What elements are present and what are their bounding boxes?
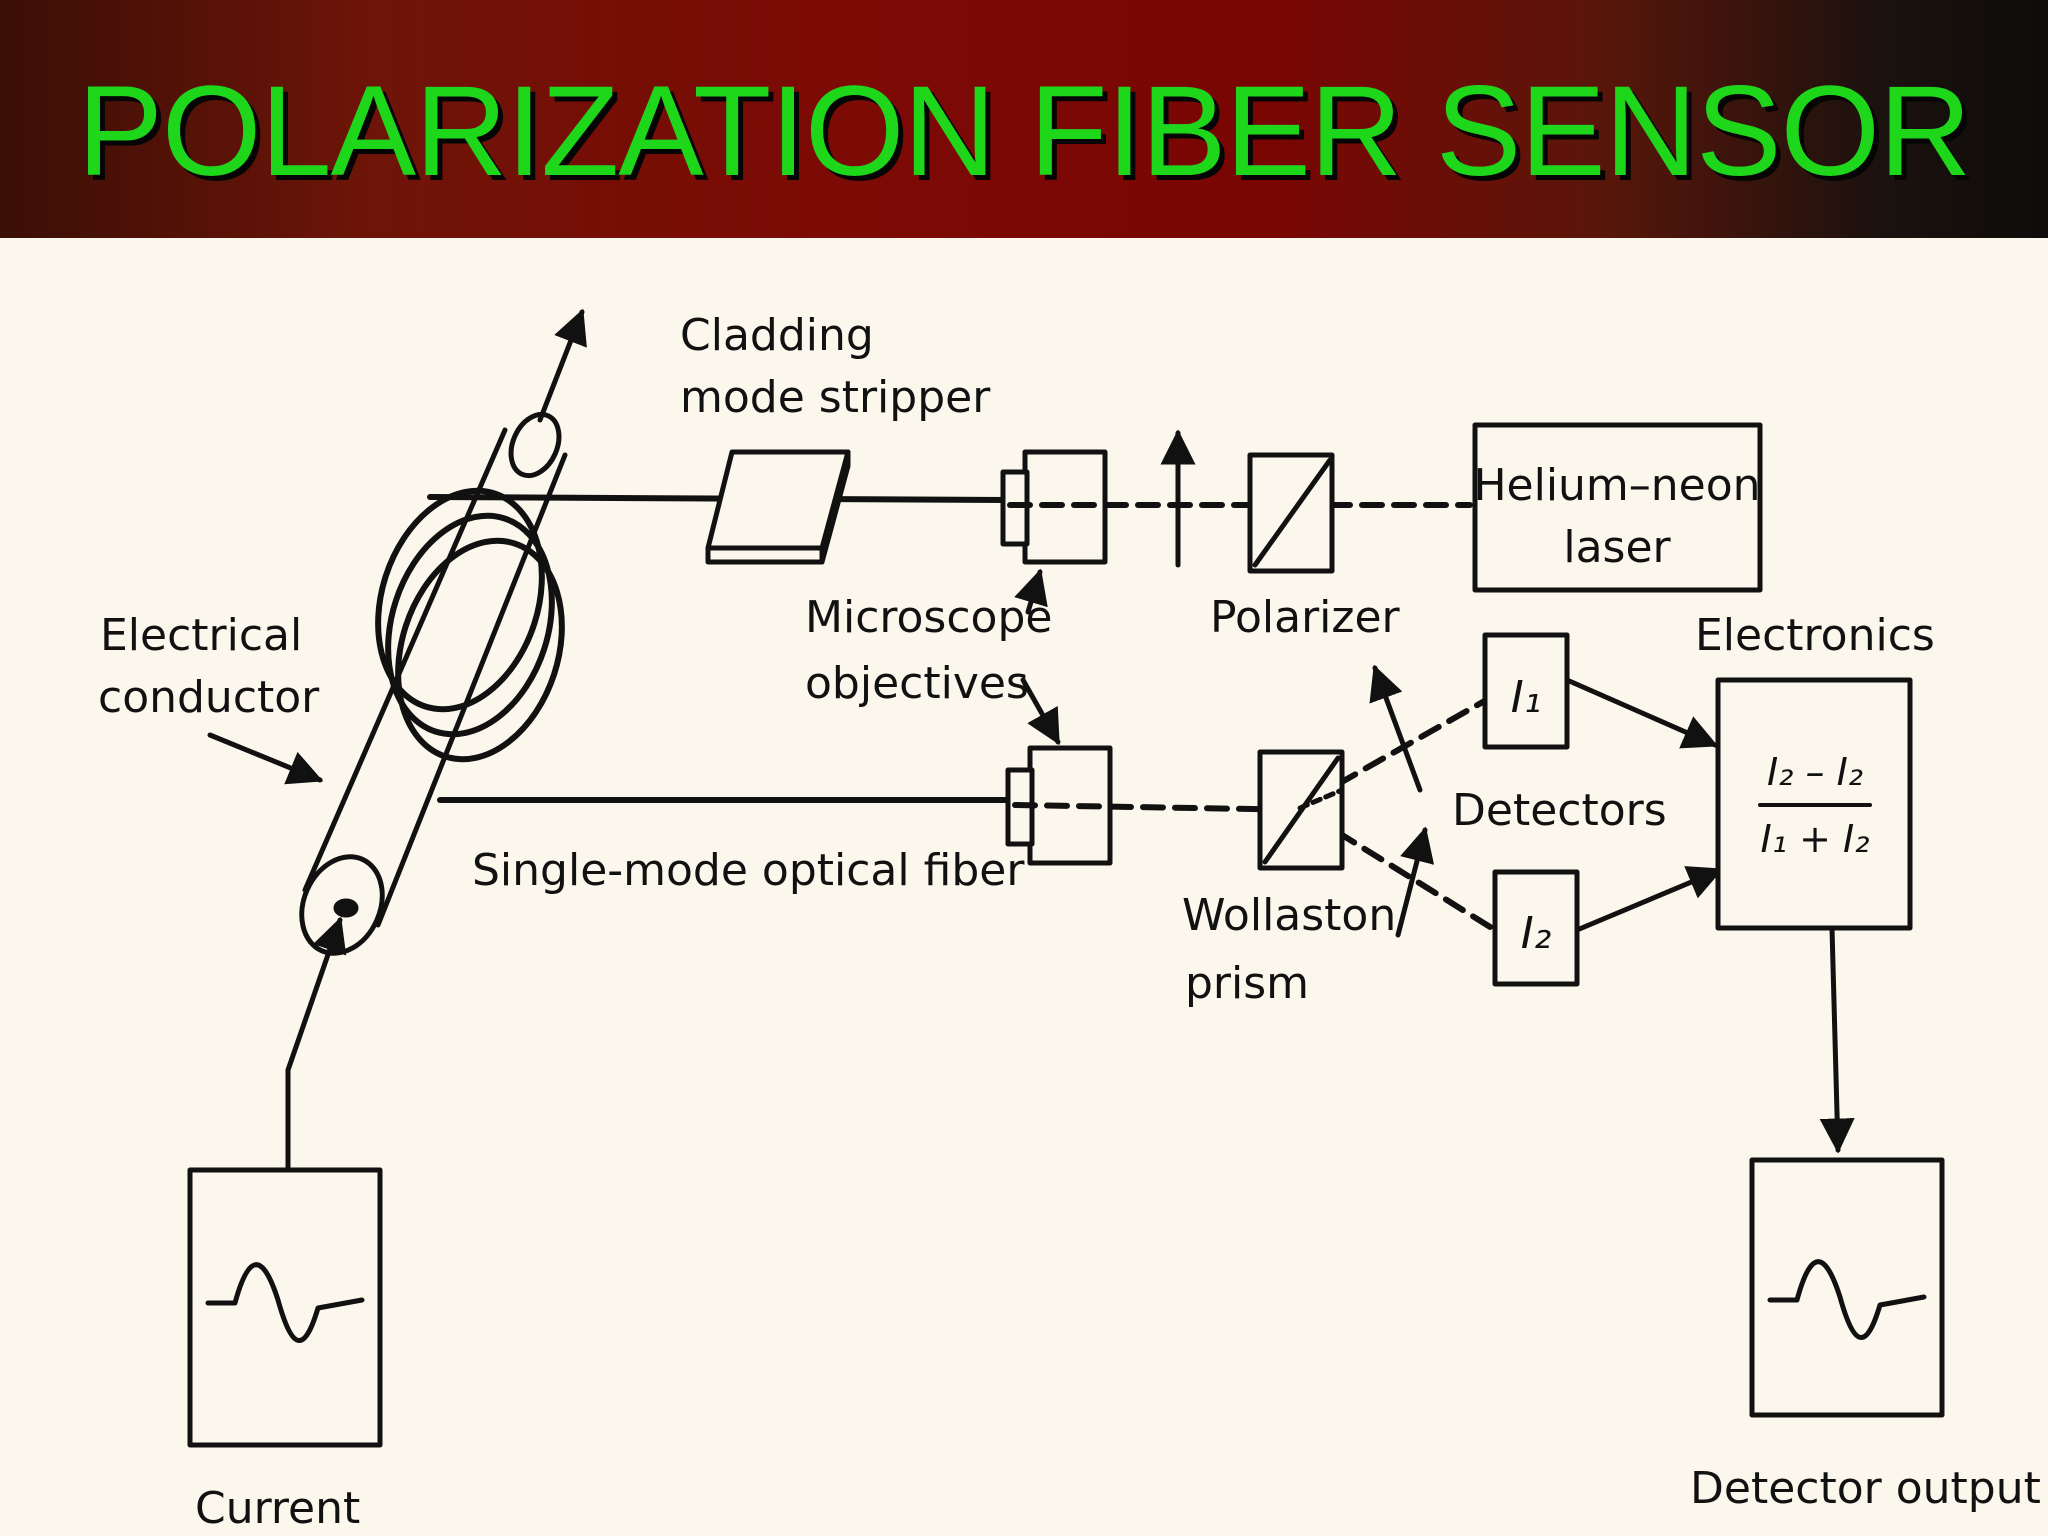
fiber-coil (375, 487, 565, 763)
i2-to-electronics (1574, 866, 1724, 933)
field-arrow (537, 308, 587, 423)
electrical-conductor-label-line2: conductor (98, 672, 320, 723)
detector-i1-label: I₁ (1511, 672, 1542, 723)
slide-title: POLARIZATION FIBER SENSOR (77, 60, 1972, 203)
top-fiber (427, 494, 1008, 503)
cladding-label-line1: Cladding (680, 310, 874, 361)
current-source-box (187, 1167, 383, 1448)
cladding-mode-stripper (705, 449, 851, 565)
electronics-label: Electronics (1695, 610, 1935, 661)
detectors-label: Detectors (1452, 785, 1667, 836)
helium-neon-laser-box (1472, 422, 1763, 593)
wollaston-prism-label-line1: Wollaston (1182, 890, 1396, 941)
cladding-label-line2: mode stripper (680, 372, 991, 423)
current-input-line (285, 916, 347, 1173)
current-label: Current (195, 1483, 360, 1534)
single-mode-fiber-label: Single-mode optical fiber (472, 845, 1025, 896)
polarizer (1247, 452, 1335, 574)
detector-i2 (1492, 869, 1580, 987)
polarization-arrow-i1 (1369, 664, 1423, 793)
formula-numerator: I₂ – I₂ (1767, 750, 1863, 794)
helium-neon-label-line2: laser (1563, 522, 1671, 573)
detector-output-box (1749, 1157, 1945, 1418)
polarizer-label: Polarizer (1210, 592, 1401, 643)
electronics-to-output (1819, 925, 1855, 1154)
wollaston-prism-label-line2: prism (1185, 958, 1309, 1009)
electrical-conductor-label-line1: Electrical (100, 610, 302, 661)
formula-denominator: I₁ + I₂ (1761, 817, 1870, 861)
fiber-sensor-diagram: Cladding mode stripper Helium–neon laser… (0, 238, 2048, 1536)
electrical-conductor-pointer (207, 732, 324, 785)
wollaston-prism (1257, 749, 1345, 871)
helium-neon-label-line1: Helium–neon (1473, 460, 1760, 511)
i1-to-electronics (1564, 677, 1719, 749)
detector-i2-label: I₂ (1521, 908, 1552, 959)
microscope-objectives-label-line2: objectives (805, 658, 1029, 709)
polarization-arrow-i2 (1395, 826, 1435, 938)
microscope-objectives-label-line1: Microscope (805, 592, 1052, 643)
title-bar: POLARIZATION FIBER SENSOR (0, 0, 2048, 238)
microscope-pointer-bottom (1020, 677, 1061, 746)
detector-output-label: Detector output (1690, 1463, 2041, 1514)
microscope-pointer-top (1014, 568, 1048, 615)
detector-i1 (1482, 632, 1570, 750)
